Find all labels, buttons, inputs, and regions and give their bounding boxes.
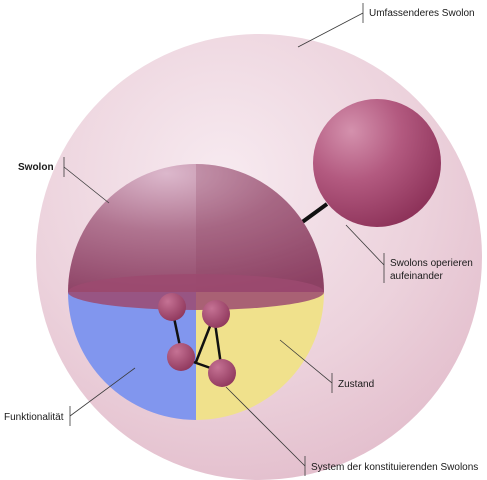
label-state: Zustand (338, 379, 374, 390)
label-operate-line1: Swolons operieren (390, 258, 473, 269)
label-operate-line2: aufeinander (390, 271, 443, 282)
leader-lines (63, 3, 385, 476)
label-system: System der konstituierenden Swolons (311, 462, 478, 473)
constituent-node (208, 359, 236, 387)
label-functionality: Funktionalität (4, 412, 64, 423)
constituent-node (158, 293, 186, 321)
neighbor-swolon-sphere (313, 99, 441, 227)
constituent-node (202, 300, 230, 328)
swolon-equator-disc (68, 274, 324, 310)
label-outer-swolon: Umfassenderes Swolon (369, 8, 475, 19)
constituent-node (167, 343, 195, 371)
label-swolon: Swolon (18, 162, 54, 173)
